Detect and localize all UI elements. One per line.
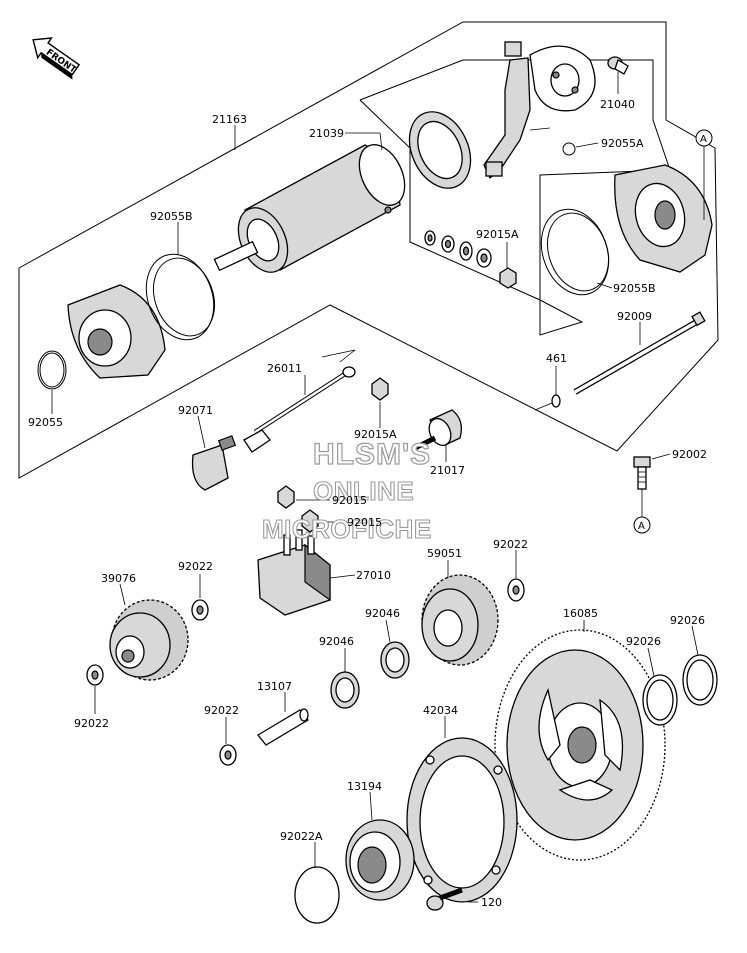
terminal-21040: [607, 56, 629, 75]
svg-text:HLSM'S: HLSM'S: [313, 438, 431, 471]
through-bolt: [573, 311, 706, 395]
washer-stack: [424, 230, 517, 289]
leader-lines: [51, 72, 699, 903]
label-27010: 27010: [356, 569, 391, 582]
brush-plate: [483, 41, 596, 180]
label-21039: 21039: [309, 127, 344, 140]
shaft-13107: [257, 708, 309, 746]
svg-text:A: A: [700, 134, 707, 145]
label-92022-left: 92022: [74, 717, 109, 730]
label-92026-b: 92026: [670, 614, 705, 627]
label-21163: 21163: [212, 113, 247, 126]
label-92015A-upper: 92015A: [476, 228, 519, 241]
o-ring-92055B-left: [145, 253, 215, 341]
svg-text:A: A: [638, 521, 645, 532]
label-92055B-right: 92055B: [613, 282, 656, 295]
gear-59051: [421, 574, 499, 666]
o-ring-92055A: [562, 142, 576, 156]
o-ring-92055: [37, 350, 67, 390]
label-92071: 92071: [178, 404, 213, 417]
nut-92015-a: [277, 485, 295, 509]
washer-92022A: [294, 866, 340, 924]
washer-461: [551, 394, 561, 408]
bearing-92046-b: [380, 641, 410, 679]
front-cover: [67, 284, 166, 379]
watermark: HLSM'S ONLINE MICROFICHE: [261, 437, 432, 544]
label-92022-low: 92022: [204, 704, 239, 717]
o-ring-92055B-right: [540, 208, 610, 296]
svg-text:MICROFICHE: MICROFICHE: [262, 514, 432, 544]
label-92026-a: 92026: [626, 635, 661, 648]
label-92055A: 92055A: [601, 137, 644, 150]
gear-16085: [494, 629, 666, 861]
label-92055: 92055: [28, 416, 63, 429]
label-92015-a: 92015: [332, 494, 367, 507]
terminal-bolt-21017: [413, 409, 463, 451]
nut-92015-b: [301, 509, 319, 533]
ring-92026-b: [682, 654, 718, 706]
label-92022-top: 92022: [178, 560, 213, 573]
label-92009: 92009: [617, 310, 652, 323]
gear-39076: [109, 599, 189, 681]
ref-a-bottom: A: [633, 485, 651, 534]
cap-92071: [191, 435, 237, 491]
lead-26011: [243, 349, 356, 453]
label-92046-b: 92046: [365, 607, 400, 620]
motor-yoke: [213, 144, 406, 273]
bolt-120: [426, 887, 463, 911]
nut-92015A-lower: [371, 377, 389, 401]
assembly-frame: [18, 21, 719, 479]
label-42034: 42034: [423, 704, 458, 717]
clutch-13194: [345, 819, 415, 901]
clutch-housing-42034: [406, 737, 518, 903]
label-16085: 16085: [563, 607, 598, 620]
bolt-92002: [633, 456, 651, 490]
starter-relay: [257, 529, 331, 616]
label-92015A-lower: 92015A: [354, 428, 397, 441]
label-92022A: 92022A: [280, 830, 323, 843]
ring-92026-a: [642, 674, 678, 726]
label-21040: 21040: [600, 98, 635, 111]
label-26011: 26011: [267, 362, 302, 375]
label-461: 461: [546, 352, 567, 365]
label-21017: 21017: [430, 464, 465, 477]
label-120: 120: [481, 896, 502, 909]
ref-a-top: A: [695, 129, 713, 220]
brush-ring: [408, 111, 472, 189]
rear-cover: [614, 164, 713, 273]
svg-text:ONLINE: ONLINE: [313, 476, 414, 506]
label-92022-mid: 92022: [493, 538, 528, 551]
label-92046-a: 92046: [319, 635, 354, 648]
label-92002: 92002: [672, 448, 707, 461]
label-92055B-left: 92055B: [150, 210, 193, 223]
front-arrow-icon: FRONT: [32, 37, 81, 80]
part-labels: 21163 21039 21040 92055A 92055B 92015A 9…: [28, 98, 707, 909]
bearing-92046-a: [330, 671, 360, 709]
label-59051: 59051: [427, 547, 462, 560]
label-13194: 13194: [347, 780, 382, 793]
label-92015-b: 92015: [347, 516, 382, 529]
label-39076: 39076: [101, 572, 136, 585]
label-13107: 13107: [257, 680, 292, 693]
